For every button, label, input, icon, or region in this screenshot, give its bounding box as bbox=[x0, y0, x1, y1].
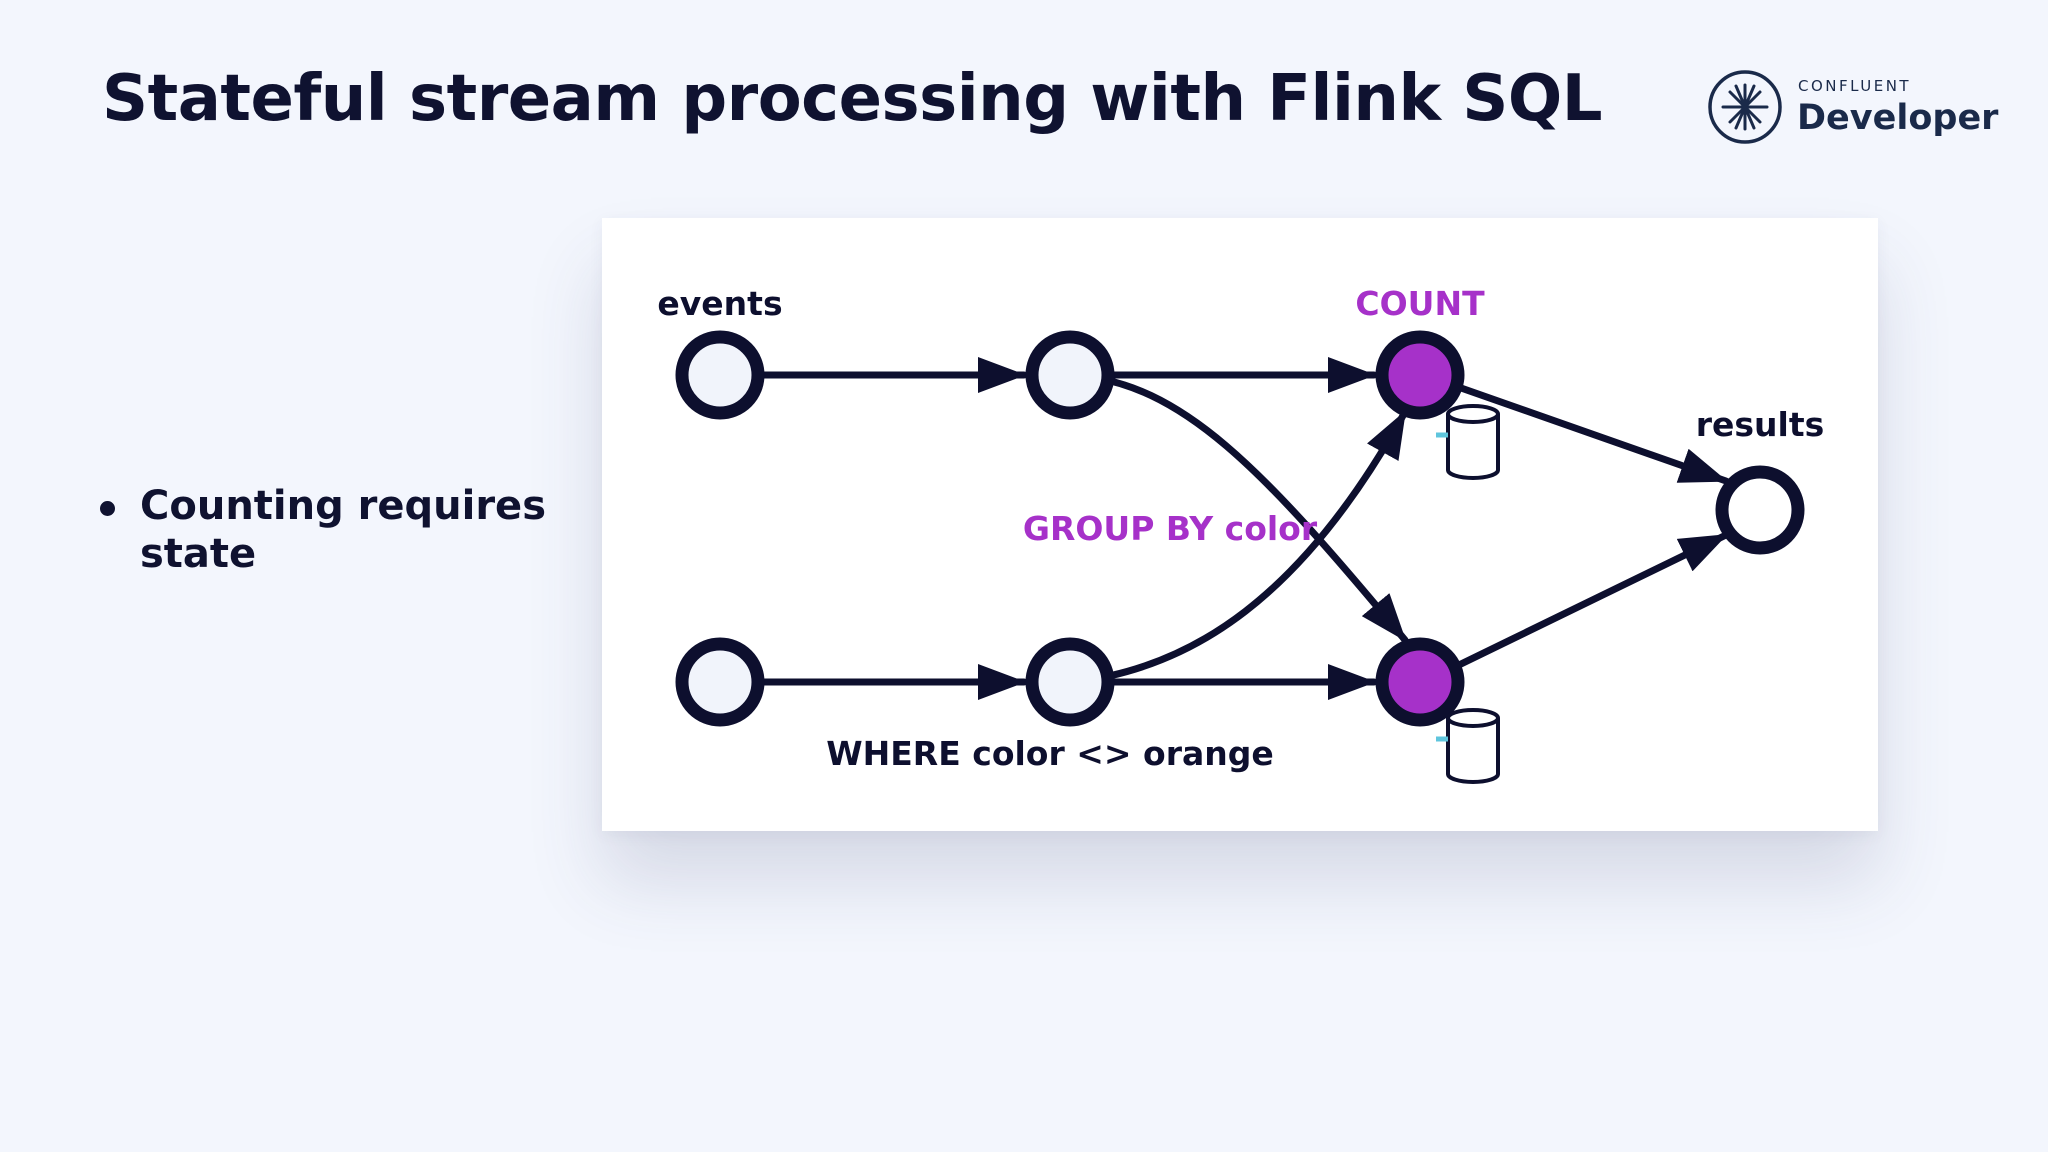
source-node-2 bbox=[675, 637, 765, 727]
edge-count1-results bbox=[1420, 371, 1730, 485]
logo-brand-text: CONFLUENT bbox=[1798, 77, 1912, 95]
state-store-1-database-icon bbox=[1436, 404, 1500, 480]
count-node-2 bbox=[1375, 637, 1465, 727]
confluent-developer-logo: CONFLUENT Developer bbox=[1706, 68, 2006, 148]
filter-node-1 bbox=[1025, 330, 1115, 420]
filter-node-2 bbox=[1025, 637, 1115, 727]
label-count: COUNT bbox=[1355, 284, 1485, 323]
label-events: events bbox=[657, 284, 782, 323]
edge-filter2-count1-curve bbox=[1070, 408, 1409, 686]
logo-product-text: Developer bbox=[1797, 98, 1999, 138]
edge-filter1-count2-curve bbox=[1070, 371, 1409, 644]
bullet-list: Counting requires state bbox=[100, 482, 570, 578]
bullet-text: Counting requires state bbox=[140, 483, 546, 577]
bullet-item: Counting requires state bbox=[100, 482, 570, 578]
edge-count2-results bbox=[1420, 531, 1730, 686]
label-where: WHERE color <> orange bbox=[826, 734, 1273, 773]
state-store-2-database-icon bbox=[1436, 708, 1500, 784]
dataflow-graph: events COUNT results GROUP BY color WHER… bbox=[657, 284, 1825, 784]
label-group-by: GROUP BY color bbox=[1023, 509, 1318, 548]
source-node-1 bbox=[675, 330, 765, 420]
label-results: results bbox=[1696, 405, 1825, 444]
results-node bbox=[1715, 465, 1805, 555]
count-node-1 bbox=[1375, 330, 1465, 420]
confluent-starburst-icon bbox=[1708, 70, 1782, 144]
bullet-dot bbox=[100, 501, 115, 516]
dataflow-diagram: events COUNT results GROUP BY color WHER… bbox=[602, 218, 1878, 831]
slide-title: Stateful stream processing with Flink SQ… bbox=[102, 62, 1603, 136]
